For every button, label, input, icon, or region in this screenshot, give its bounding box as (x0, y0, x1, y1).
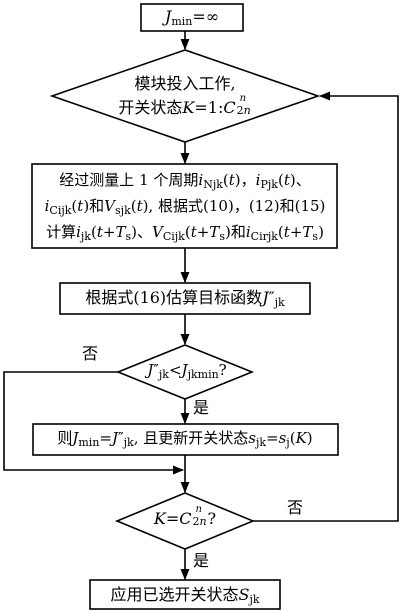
end-no-label: 否 (287, 498, 304, 517)
compare-yes-label: 是 (193, 398, 210, 417)
estimate-label: 根据式(16)估算目标函数J″jk (85, 288, 285, 309)
update-label: 则Jmin=J″jk, 且更新开关状态sjk=sj(K) (57, 429, 313, 449)
start-box (140, 3, 244, 32)
measure-label-line3: 计算ijk(t+Ts)、VCijk(t+Ts)和iCirjk(t+Ts) (46, 223, 324, 243)
measure-label-line2: iCijk(t)和Vsjk(t), 根据式(10)，(12)和(15) (44, 197, 326, 217)
apply-label: 应用已选开关状态Sjk (110, 585, 260, 606)
start-label: Jmin=∞ (164, 7, 220, 28)
edge-compare-no-bypass (3, 371, 185, 475)
edge-end-no-loopback (253, 91, 399, 522)
compare-no-label: 否 (82, 344, 99, 363)
loop-label-line1: 模块投入工作, (134, 74, 236, 93)
end-yes-label: 是 (193, 551, 210, 570)
loop-diamond (49, 49, 321, 143)
compare-label: J″jk<Jjkmin? (147, 361, 227, 381)
measure-label-line1: 经过测量上 1 个周期iNjk(t)，iPjk(t)、 (59, 171, 311, 191)
